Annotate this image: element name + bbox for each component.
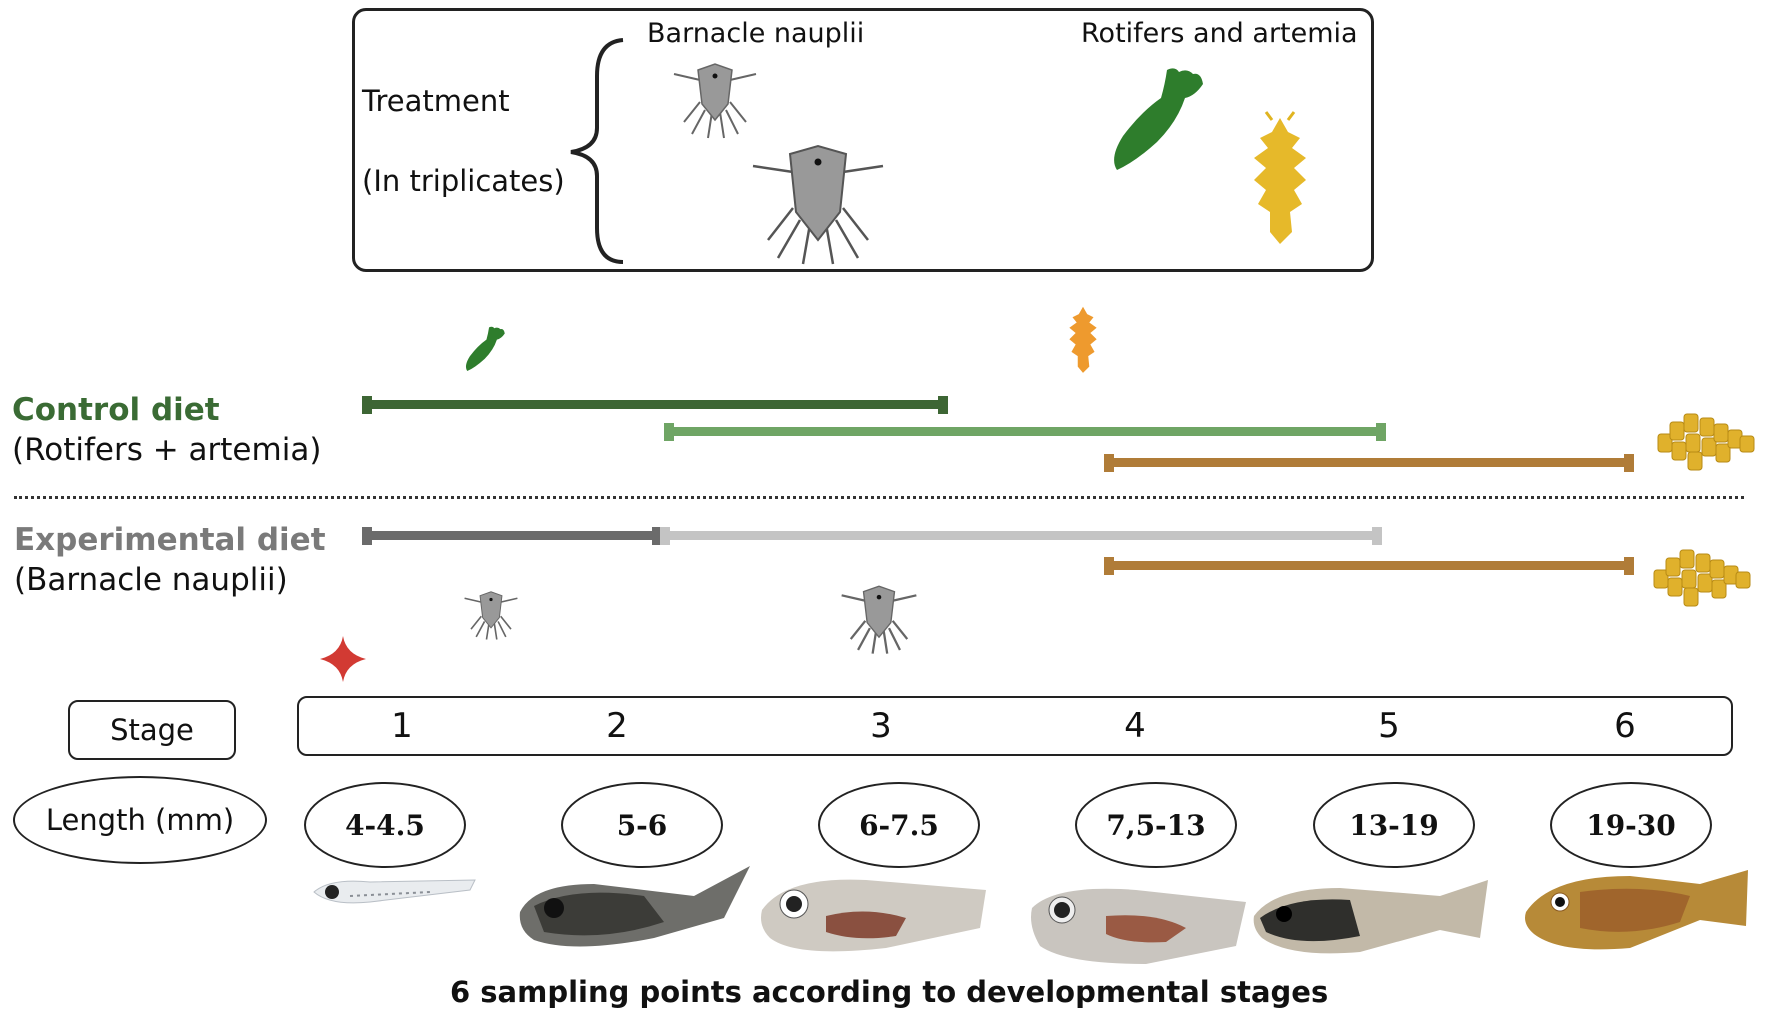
length-value: 13-19 (1349, 808, 1439, 842)
barnacle-heading: Barnacle nauplii (647, 18, 865, 49)
stage-label: Stage (110, 713, 194, 747)
rotifer-icon (1114, 68, 1203, 170)
curly-brace (570, 38, 624, 264)
length-oval: 4-4.5 (304, 782, 466, 868)
length-oval: 6-7.5 (818, 782, 980, 868)
larva-stage-3-image (761, 879, 986, 952)
footer-caption: 6 sampling points according to developme… (450, 975, 1329, 1009)
treatment-label: Treatment (362, 84, 510, 118)
stage-number: 1 (391, 706, 413, 746)
larva-stage-2-image (519, 866, 750, 947)
larva-stage-5-image (1253, 880, 1488, 954)
experimental-diet-subtitle: (Barnacle nauplii) (14, 562, 288, 598)
rotifer-icon (465, 326, 505, 372)
barnacle-nauplius-icon (752, 144, 884, 265)
barnacle-nauplius-icon (841, 585, 917, 654)
stage-number: 5 (1378, 706, 1400, 746)
length-value: 6-7.5 (859, 808, 939, 842)
length-oval: 13-19 (1313, 782, 1475, 868)
stage-label-box: Stage (68, 700, 236, 760)
sampling-star-icon (320, 636, 366, 682)
artemia-icon (1069, 306, 1097, 373)
length-oval: 19-30 (1550, 782, 1712, 868)
dry-feed-pellets-icon (1653, 549, 1751, 607)
control-diet-title: Control diet (12, 392, 220, 428)
treatment-box (352, 8, 1374, 272)
length-value: 5-6 (616, 808, 668, 842)
length-value: 4-4.5 (345, 808, 425, 842)
length-value: 7,5-13 (1106, 808, 1206, 842)
length-oval: 5-6 (561, 782, 723, 868)
length-oval: 7,5-13 (1075, 782, 1237, 868)
stage-number: 4 (1124, 706, 1146, 746)
artemia-icon (1254, 111, 1306, 244)
stage-bar (297, 696, 1733, 756)
stage-number: 2 (606, 706, 628, 746)
rotifers-heading: Rotifers and artemia (1081, 18, 1358, 49)
dry-feed-pellets-icon (1657, 413, 1755, 471)
length-label-oval: Length (mm) (13, 776, 267, 864)
length-value: 19-30 (1586, 808, 1676, 842)
larva-stage-1-image (313, 879, 476, 904)
experimental-diet-title: Experimental diet (14, 522, 326, 558)
stage-number: 6 (1614, 706, 1636, 746)
stage-number: 3 (870, 706, 892, 746)
barnacle-nauplius-icon (464, 591, 518, 640)
length-label: Length (mm) (45, 803, 235, 837)
diet-divider (14, 496, 1744, 499)
treatment-sublabel: (In triplicates) (362, 164, 565, 198)
larva-stage-6-image (1525, 870, 1748, 950)
larva-stage-4-image (1031, 888, 1246, 964)
control-diet-subtitle: (Rotifers + artemia) (12, 432, 322, 468)
barnacle-nauplius-icon (673, 63, 757, 139)
